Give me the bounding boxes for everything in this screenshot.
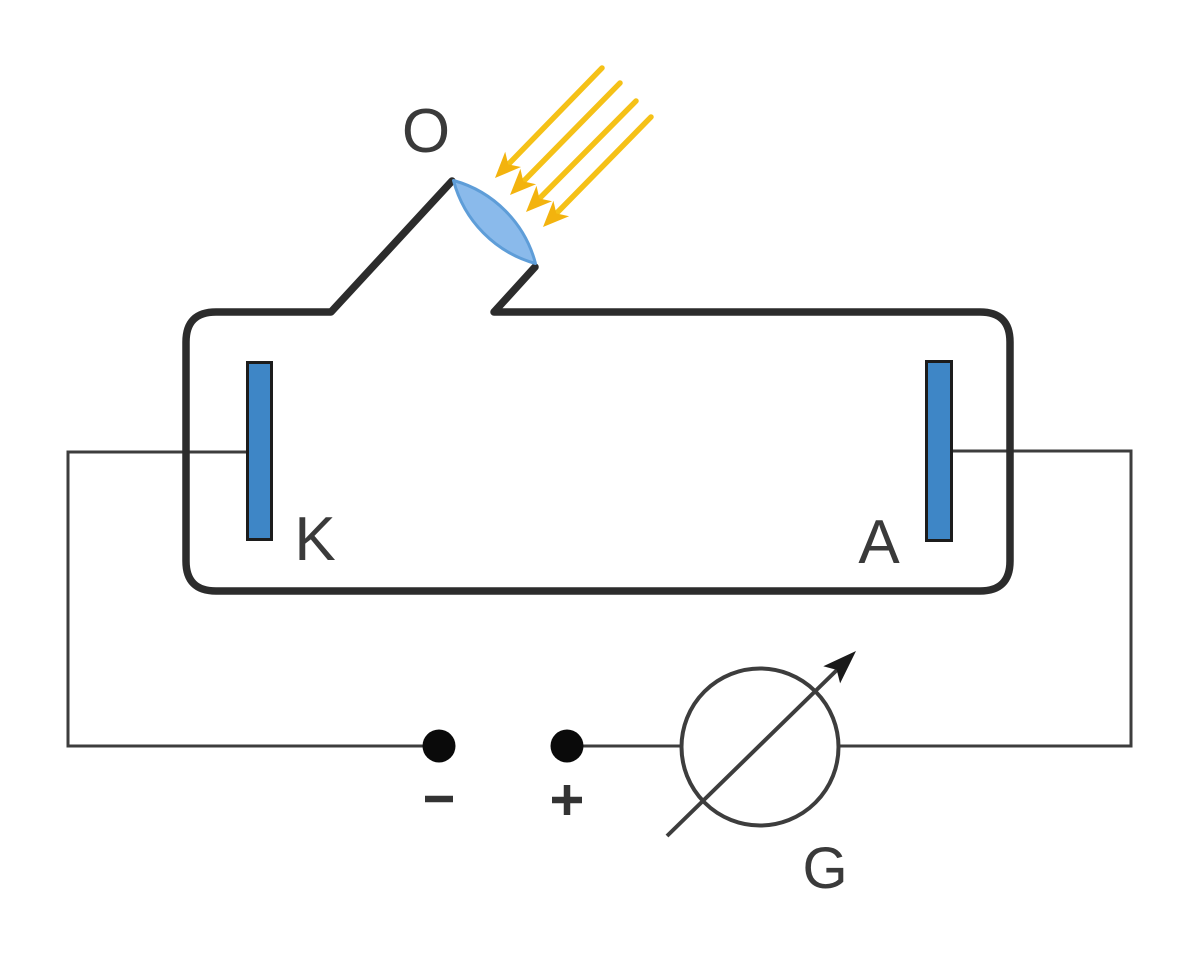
svg-text:G: G bbox=[802, 836, 847, 901]
svg-text:O: O bbox=[402, 97, 450, 166]
svg-text:A: A bbox=[858, 508, 900, 577]
svg-text:K: K bbox=[294, 505, 335, 574]
